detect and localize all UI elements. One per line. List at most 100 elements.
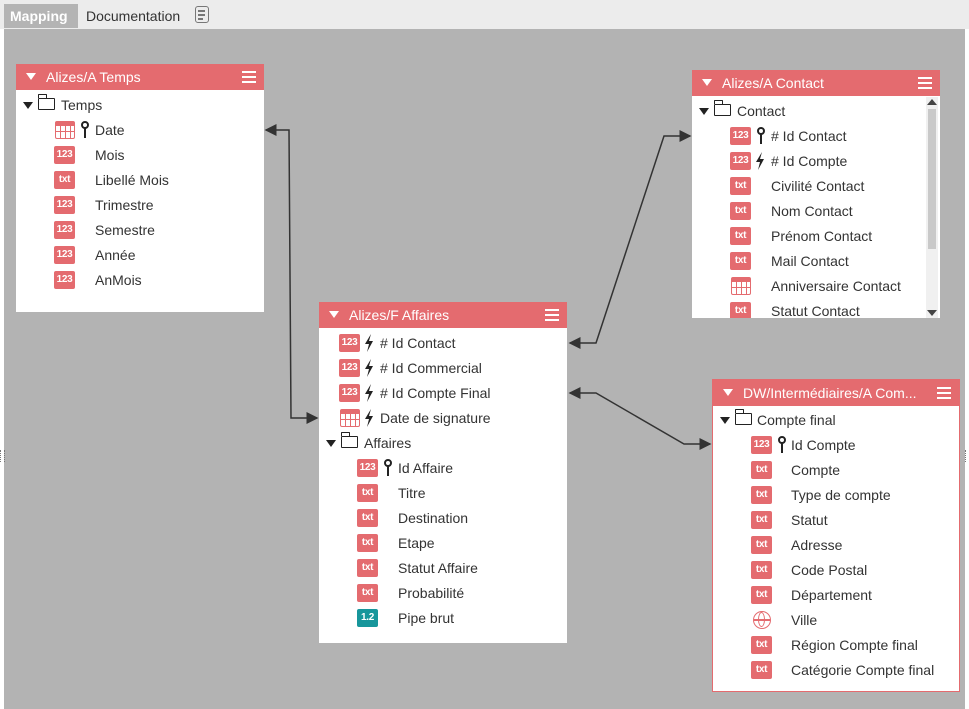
expand-icon[interactable]: [23, 102, 33, 109]
text-type-icon: txt: [730, 252, 751, 270]
field-row[interactable]: 123 # Id Contact: [319, 331, 567, 356]
tab-mapping[interactable]: Mapping: [4, 4, 78, 28]
date-icon: [55, 121, 75, 139]
field-row[interactable]: 123 AnMois: [16, 268, 264, 293]
entity-contact[interactable]: Alizes/A Contact Contact 123 # Id Contac…: [692, 70, 940, 318]
field-row[interactable]: txt Probabilité: [319, 581, 567, 606]
text-type-icon: txt: [751, 636, 772, 654]
text-type-icon: txt: [730, 177, 751, 195]
field-label: Probabilité: [398, 585, 465, 601]
field-row[interactable]: 123 # Id Contact: [692, 124, 922, 149]
number-type-icon: 123: [54, 146, 75, 164]
menu-icon[interactable]: [242, 71, 256, 83]
field-label: Statut Contact: [771, 303, 860, 318]
entity-header[interactable]: Alizes/A Temps: [16, 64, 264, 90]
field-row[interactable]: txt Mail Contact: [692, 249, 922, 274]
field-row[interactable]: txt Code Postal: [713, 558, 959, 583]
field-row[interactable]: 123 Semestre: [16, 218, 264, 243]
field-row[interactable]: Ville: [713, 608, 959, 633]
field-row[interactable]: txt Statut Contact: [692, 299, 922, 318]
left-resize-grip[interactable]: [0, 450, 5, 462]
field-label: Année: [95, 247, 136, 263]
field-row[interactable]: 123 Trimestre: [16, 193, 264, 218]
text-type-icon: txt: [751, 661, 772, 679]
field-label: Mois: [95, 147, 125, 163]
collapse-icon[interactable]: [26, 73, 36, 80]
field-label: # Id Compte Final: [380, 385, 491, 401]
menu-icon[interactable]: [545, 309, 559, 321]
menu-icon[interactable]: [937, 387, 951, 399]
document-icon: [195, 6, 209, 23]
vertical-scrollbar[interactable]: [926, 97, 938, 318]
field-row[interactable]: txt Libellé Mois: [16, 168, 264, 193]
field-row[interactable]: txt Civilité Contact: [692, 174, 922, 199]
collapse-icon[interactable]: [329, 311, 339, 318]
field-row[interactable]: txt Prénom Contact: [692, 224, 922, 249]
field-row[interactable]: txt Statut: [713, 508, 959, 533]
field-row[interactable]: Date: [16, 118, 264, 143]
text-type-icon: txt: [730, 227, 751, 245]
field-row[interactable]: txt Statut Affaire: [319, 556, 567, 581]
field-row[interactable]: 123 Mois: [16, 143, 264, 168]
tab-documentation-label: Documentation: [86, 8, 181, 24]
field-label: Destination: [398, 510, 469, 526]
field-row[interactable]: 123 # Id Commercial: [319, 356, 567, 381]
field-row[interactable]: 123 Id Compte: [713, 433, 959, 458]
text-type-icon: txt: [751, 561, 772, 579]
field-row[interactable]: Date de signature: [319, 406, 567, 431]
entity-header[interactable]: Alizes/A Contact: [692, 70, 940, 96]
text-type-icon: txt: [751, 586, 772, 604]
field-row[interactable]: 1.2 Pipe brut: [319, 606, 567, 631]
entity-compte-final[interactable]: DW/Intermédiaires/A Com... Compte final …: [712, 379, 960, 692]
field-row[interactable]: 123 # Id Compte Final: [319, 381, 567, 406]
lightning-icon: [365, 409, 373, 427]
entity-header[interactable]: DW/Intermédiaires/A Com...: [713, 380, 959, 406]
scroll-up-icon[interactable]: [927, 99, 937, 105]
scrollbar-thumb[interactable]: [928, 109, 936, 249]
expand-icon[interactable]: [326, 440, 336, 447]
folder-row[interactable]: Contact: [692, 99, 922, 124]
field-row[interactable]: Anniversaire Contact: [692, 274, 922, 299]
field-row[interactable]: txt Type de compte: [713, 483, 959, 508]
entity-affaires[interactable]: Alizes/F Affaires 123 # Id Contact 123 #…: [319, 302, 567, 643]
lightning-icon: [365, 359, 373, 377]
scroll-down-icon[interactable]: [927, 310, 937, 316]
folder-label: Temps: [61, 97, 103, 113]
folder-icon: [37, 94, 55, 110]
number-type-icon: 123: [54, 196, 75, 214]
field-row[interactable]: 123 Année: [16, 243, 264, 268]
field-label: Date: [95, 122, 125, 138]
field-row[interactable]: txt Titre: [319, 481, 567, 506]
expand-icon[interactable]: [720, 417, 730, 424]
field-label: Région Compte final: [791, 637, 918, 653]
field-row[interactable]: 123 Id Affaire: [319, 456, 567, 481]
right-resize-grip[interactable]: [965, 450, 969, 462]
entity-temps[interactable]: Alizes/A Temps Temps Date 123 Mois txt L…: [16, 64, 264, 312]
field-row[interactable]: txt Etape: [319, 531, 567, 556]
field-row[interactable]: txt Compte: [713, 458, 959, 483]
text-type-icon: txt: [751, 536, 772, 554]
lightning-icon: [365, 384, 373, 402]
field-row[interactable]: txt Catégorie Compte final: [713, 658, 959, 683]
field-row[interactable]: txt Département: [713, 583, 959, 608]
field-label: Id Affaire: [398, 460, 454, 476]
entity-header[interactable]: Alizes/F Affaires: [319, 302, 567, 328]
folder-row[interactable]: Affaires: [319, 431, 567, 456]
expand-icon[interactable]: [699, 108, 709, 115]
field-row[interactable]: 123 # Id Compte: [692, 149, 922, 174]
collapse-icon[interactable]: [723, 389, 733, 396]
text-type-icon: txt: [357, 559, 378, 577]
collapse-icon[interactable]: [702, 79, 712, 86]
field-row[interactable]: txt Nom Contact: [692, 199, 922, 224]
folder-row[interactable]: Compte final: [713, 408, 959, 433]
field-row[interactable]: txt Adresse: [713, 533, 959, 558]
menu-icon[interactable]: [918, 77, 932, 89]
field-label: Statut: [791, 512, 828, 528]
field-row[interactable]: txt Région Compte final: [713, 633, 959, 658]
folder-row[interactable]: Temps: [16, 93, 264, 118]
field-label: Civilité Contact: [771, 178, 865, 194]
field-label: # Id Commercial: [380, 360, 482, 376]
entity-title: Alizes/F Affaires: [349, 307, 450, 323]
tab-documentation[interactable]: Documentation: [80, 4, 220, 28]
field-row[interactable]: txt Destination: [319, 506, 567, 531]
